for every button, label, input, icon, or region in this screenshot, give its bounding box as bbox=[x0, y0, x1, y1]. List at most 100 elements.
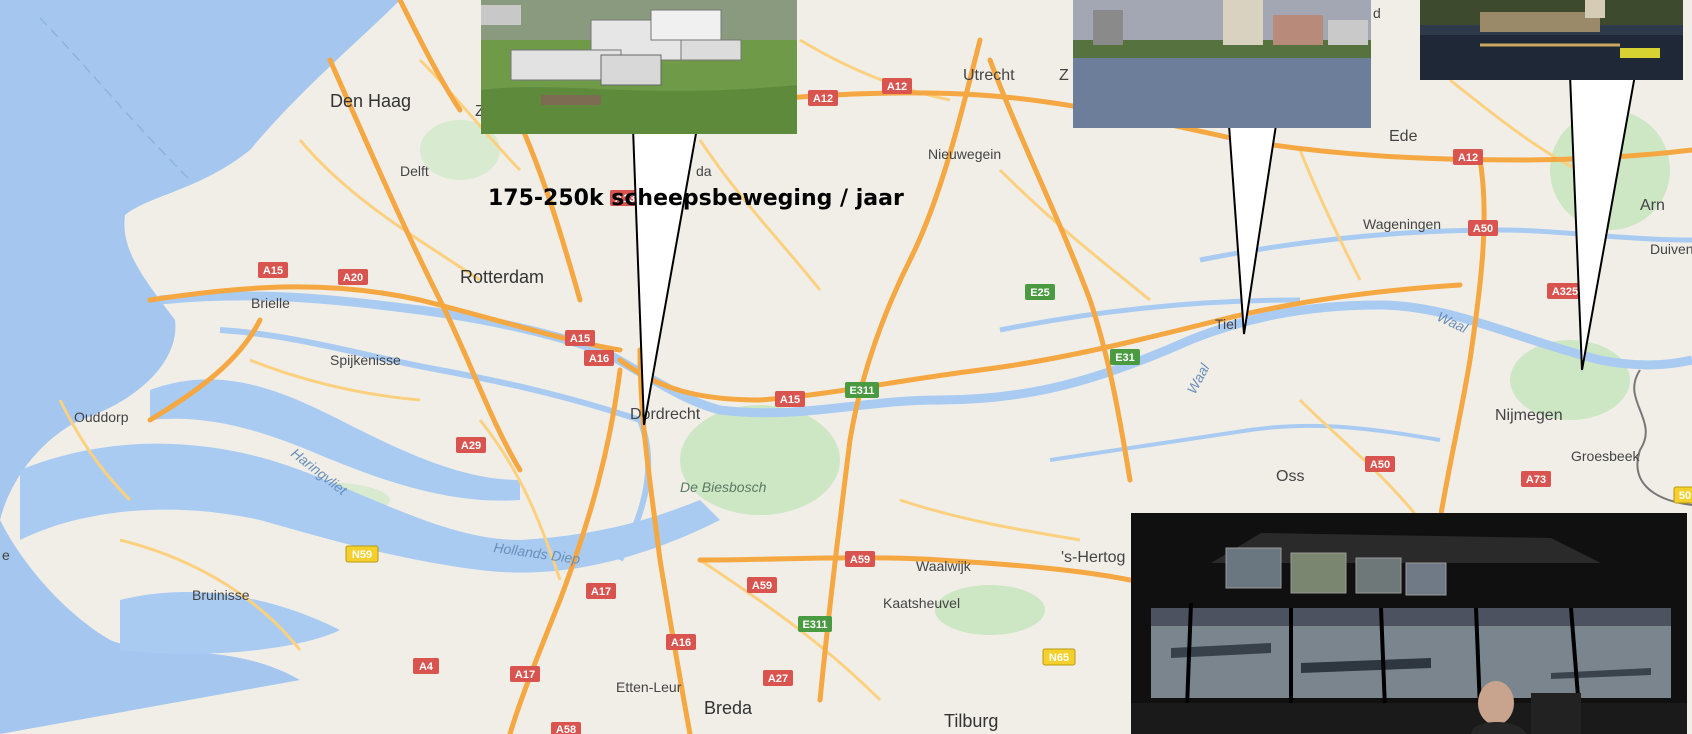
svg-text:E311: E311 bbox=[802, 619, 827, 631]
shield-a27: A27 bbox=[763, 670, 793, 686]
shield-a58: A58 bbox=[551, 722, 581, 734]
estuary bbox=[120, 591, 340, 654]
shield-a325: A325 bbox=[1547, 283, 1583, 299]
label-delft: Delft bbox=[400, 163, 429, 179]
building-photo bbox=[481, 0, 797, 134]
shield-a29: A29 bbox=[456, 437, 486, 453]
estuary bbox=[150, 379, 520, 501]
green-area bbox=[935, 585, 1045, 635]
callout-wedge-dordrecht bbox=[632, 127, 698, 426]
label-hertogenbosch: 's-Hertog bbox=[1061, 549, 1125, 566]
shield-a59: A59 bbox=[845, 551, 875, 567]
shield-a20: A20 bbox=[338, 269, 368, 285]
shield-a15: A15 bbox=[565, 330, 595, 346]
label-nieuwegein: Nieuwegein bbox=[928, 146, 1001, 162]
river-traffic-post-photo-image bbox=[1073, 0, 1371, 128]
svg-text:A16: A16 bbox=[671, 637, 691, 649]
svg-text:A59: A59 bbox=[850, 554, 870, 566]
shield-a15: A15 bbox=[258, 262, 288, 278]
label-biesbosch: De Biesbosch bbox=[680, 479, 767, 495]
label-fragment: da bbox=[696, 163, 712, 179]
harbor-post-photo bbox=[1420, 0, 1683, 80]
shield-a50: A50 bbox=[1365, 456, 1395, 472]
svg-text:A15: A15 bbox=[570, 333, 590, 345]
biesbosch-park bbox=[680, 405, 840, 515]
svg-text:A59: A59 bbox=[752, 580, 772, 592]
label-utrecht: Utrecht bbox=[963, 67, 1015, 84]
label-brielle: Brielle bbox=[251, 295, 290, 311]
control-room-photo bbox=[1131, 513, 1687, 734]
label-den-haag: Den Haag bbox=[330, 91, 411, 111]
svg-text:A12: A12 bbox=[813, 93, 833, 105]
svg-text:A12: A12 bbox=[887, 81, 907, 93]
svg-text:A4: A4 bbox=[419, 661, 434, 673]
control-room-photo-image bbox=[1131, 513, 1687, 734]
road-shields: A15 A20 A13 A15 A16 A15 A29 A12 A12 A12 … bbox=[258, 78, 1692, 734]
callout-wedges bbox=[632, 74, 1636, 426]
svg-text:A27: A27 bbox=[768, 673, 788, 685]
river bbox=[219, 327, 641, 423]
svg-text:A15: A15 bbox=[780, 394, 800, 406]
river-post-photo bbox=[1073, 0, 1371, 128]
north-sea bbox=[0, 0, 400, 520]
shield-a12: A12 bbox=[882, 78, 912, 94]
label-fragment: Z bbox=[475, 103, 485, 120]
shield-e311: E311 bbox=[798, 616, 832, 632]
label-etten-leur: Etten-Leur bbox=[616, 679, 682, 695]
label-arnhem-fragment: Arn bbox=[1640, 197, 1665, 214]
svg-text:A50: A50 bbox=[1370, 459, 1390, 471]
svg-text:N59: N59 bbox=[352, 549, 372, 561]
shield-n65: N65 bbox=[1042, 648, 1076, 666]
svg-text:A20: A20 bbox=[343, 272, 363, 284]
shield-a16: A16 bbox=[666, 634, 696, 650]
label-ouddorp: Ouddorp bbox=[74, 409, 129, 425]
callout-wedge-nijmegen bbox=[1569, 74, 1636, 371]
callout-wedge-tiel bbox=[1228, 124, 1277, 335]
label-duiven: Duiven bbox=[1650, 241, 1692, 257]
river-lek bbox=[999, 297, 1301, 333]
coastal-water bbox=[0, 520, 300, 734]
svg-text:A50: A50 bbox=[1473, 223, 1493, 235]
shield-a16: A16 bbox=[584, 350, 614, 366]
label-breda: Breda bbox=[704, 698, 753, 718]
river-maas bbox=[1049, 423, 1441, 462]
shield-a12: A12 bbox=[1453, 149, 1483, 165]
minor-roads bbox=[58, 38, 1601, 702]
label-waalwijk: Waalwijk bbox=[916, 558, 972, 574]
label-fragment: e bbox=[2, 547, 10, 563]
svg-text:A16: A16 bbox=[589, 353, 609, 365]
shield-fragment: 50 bbox=[1673, 486, 1692, 504]
shield-a17: A17 bbox=[510, 666, 540, 682]
label-ede: Ede bbox=[1389, 128, 1418, 145]
svg-text:E311: E311 bbox=[849, 385, 874, 397]
shield-a59: A59 bbox=[747, 577, 777, 593]
label-oss: Oss bbox=[1276, 468, 1304, 485]
svg-text:A12: A12 bbox=[1458, 152, 1478, 164]
svg-text:50: 50 bbox=[1679, 490, 1691, 502]
svg-text:A13: A13 bbox=[615, 193, 635, 205]
svg-text:E25: E25 bbox=[1030, 287, 1050, 299]
label-nijmegen: Nijmegen bbox=[1495, 407, 1563, 424]
shield-a17: A17 bbox=[586, 583, 616, 599]
svg-text:A73: A73 bbox=[1526, 474, 1546, 486]
svg-text:A15: A15 bbox=[263, 265, 283, 277]
svg-text:A325: A325 bbox=[1552, 286, 1578, 298]
harbor-post-photo-image bbox=[1420, 0, 1683, 80]
shield-a13: A13 bbox=[610, 190, 640, 206]
traffic-headline: 175-250k scheepsbeweging / jaar bbox=[488, 186, 904, 211]
label-kaatsheuvel: Kaatsheuvel bbox=[883, 595, 960, 611]
label-rotterdam: Rotterdam bbox=[460, 267, 544, 287]
svg-text:E31: E31 bbox=[1115, 352, 1135, 364]
label-fragment: d bbox=[1373, 5, 1381, 21]
shield-a73: A73 bbox=[1521, 471, 1551, 487]
label-tilburg: Tilburg bbox=[944, 711, 998, 731]
label-wageningen: Wageningen bbox=[1363, 216, 1441, 232]
shield-a4: A4 bbox=[413, 658, 439, 674]
svg-text:A29: A29 bbox=[461, 440, 481, 452]
sea-boundary bbox=[39, 17, 191, 181]
label-dordrecht: Dordrecht bbox=[630, 406, 701, 423]
shield-a50: A50 bbox=[1468, 220, 1498, 236]
label-groesbeek: Groesbeek bbox=[1571, 448, 1640, 464]
svg-text:A58: A58 bbox=[556, 724, 576, 734]
